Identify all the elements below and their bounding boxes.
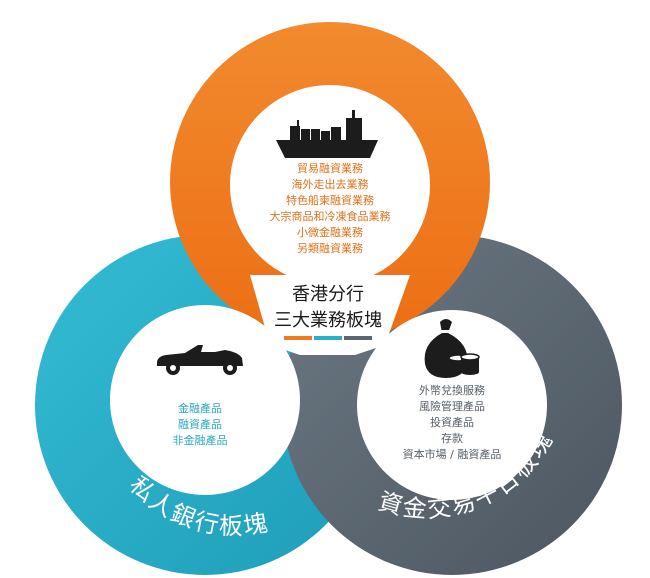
list-item: 投資產品: [430, 415, 474, 429]
wholesale-items: 貿易融資業務 海外走出去業務 特色船柬融資業務 大宗商品和冷凍食品業務 小微金融…: [270, 161, 391, 255]
private-banking-items: 金融產品 融資產品 非金融產品: [173, 401, 228, 447]
center-overlap: [250, 275, 410, 355]
list-item: 外幣兌換服務: [419, 383, 485, 397]
list-item: 金融產品: [178, 401, 222, 415]
list-item: 貿易融資業務: [297, 161, 363, 175]
center-title-line2: 三大業務板塊: [274, 310, 382, 331]
center-title-line1: 香港分行: [292, 284, 364, 305]
list-item: 非金融產品: [173, 433, 228, 447]
treasury-inner: [357, 310, 547, 500]
wholesale-inner: [230, 85, 430, 285]
money-bag-coins-icon: [424, 319, 480, 378]
list-item: 海外走出去業務: [292, 177, 369, 191]
list-item: 資本市場 / 融資產品: [403, 447, 502, 461]
list-item: 另類融資業務: [297, 241, 363, 255]
list-item: 風險管理產品: [419, 399, 485, 413]
list-item: 小微金融業務: [297, 225, 363, 239]
cargo-ship-icon: [276, 110, 378, 158]
list-item: 融資產品: [178, 417, 222, 431]
list-item: 特色船柬融資業務: [286, 193, 374, 207]
private-banking-inner: [110, 305, 300, 495]
list-item: 大宗商品和冷凍食品業務: [270, 209, 391, 223]
list-item: 存款: [441, 431, 463, 445]
tricolor-divider: [284, 336, 372, 340]
convertible-car-icon: [157, 345, 243, 375]
treasury-items: 外幣兌換服務 風險管理產品 投資產品 存款 資本市場 / 融資產品: [403, 383, 502, 461]
